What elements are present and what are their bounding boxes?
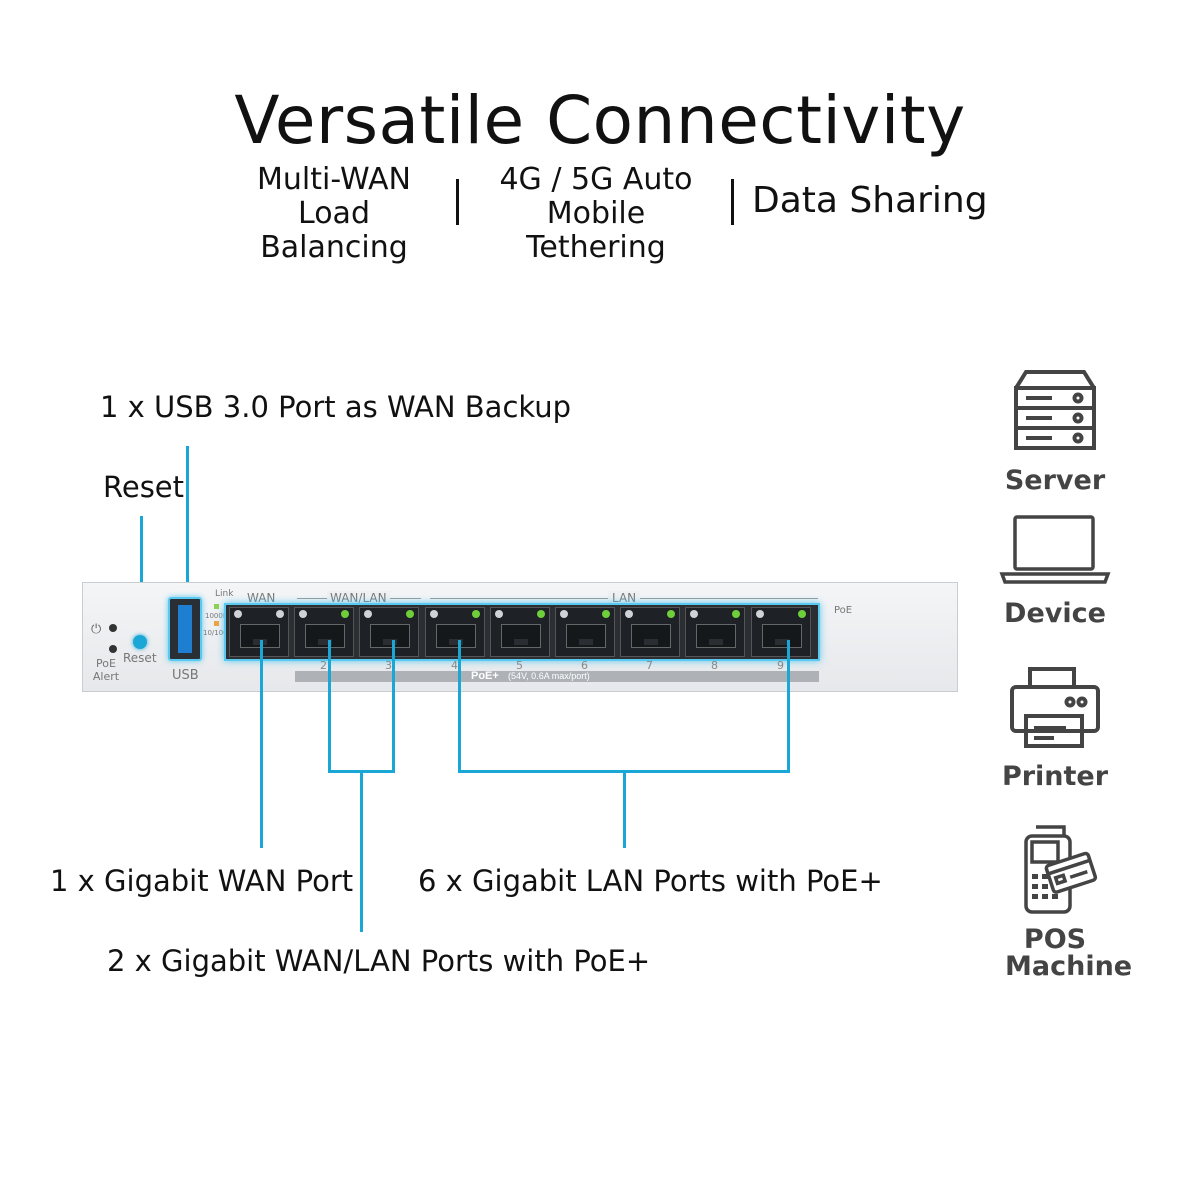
port-led — [234, 610, 242, 618]
port-number: 8 — [711, 659, 718, 672]
port-led — [732, 610, 740, 618]
poe-bar: PoE+ (54V, 0.6A max/port) — [295, 670, 819, 682]
wan-port[interactable] — [229, 607, 289, 657]
port-led — [299, 610, 307, 618]
wan-group-label: WAN — [247, 591, 276, 605]
port-led — [430, 610, 438, 618]
wanlan-leader-line-3 — [392, 640, 395, 773]
port-number: 7 — [646, 659, 653, 672]
port-jack — [631, 624, 671, 648]
callout-usb: 1 x USB 3.0 Port as WAN Backup — [100, 390, 572, 424]
port-jack — [305, 624, 345, 648]
speed-10-100-label: 10/100M — [203, 629, 234, 637]
wan-leader-line — [260, 640, 263, 848]
usb-label: USB — [172, 668, 199, 683]
ethernet-port[interactable] — [490, 607, 550, 657]
usb-leader-line — [186, 446, 189, 598]
feature-line: Multi-WAN — [257, 162, 411, 197]
ethernet-port[interactable] — [751, 607, 811, 657]
printer-icon — [1010, 667, 1100, 748]
port-jack — [762, 624, 802, 648]
port-led — [537, 610, 545, 618]
icon-label-printer: Printer — [1001, 761, 1109, 792]
port-number: 2 — [320, 659, 327, 672]
ethernet-port[interactable] — [425, 607, 485, 657]
port-number: 4 — [451, 659, 458, 672]
callout-wanlan: 2 x Gigabit WAN/LAN Ports with PoE+ — [107, 944, 651, 978]
feature-divider — [456, 179, 459, 225]
lan-leader-drop — [623, 770, 626, 848]
ethernet-port[interactable] — [359, 607, 419, 657]
ethernet-port[interactable] — [620, 607, 680, 657]
laptop-icon — [999, 515, 1111, 584]
port-led — [560, 610, 568, 618]
reset-leader-line — [140, 516, 143, 628]
poe-spec-label: (54V, 0.6A max/port) — [508, 671, 590, 681]
callout-lan: 6 x Gigabit LAN Ports with PoE+ — [418, 864, 883, 898]
port-jack — [370, 624, 410, 648]
poe-label: PoE — [834, 605, 853, 616]
link-100m-swatch — [214, 621, 219, 626]
wanlan-group-label: WAN/LAN — [327, 591, 390, 605]
pos-machine-icon — [1024, 825, 1098, 914]
port-number: 5 — [516, 659, 523, 672]
poe-alert-led — [109, 645, 117, 653]
port-number: 3 — [385, 659, 392, 672]
page-title: Versatile Connectivity — [234, 82, 966, 159]
port-number: 6 — [581, 659, 588, 672]
icon-label-pos: POS Machine — [995, 924, 1133, 982]
reset-button[interactable] — [133, 635, 147, 649]
wanlan-leader-drop — [360, 770, 363, 932]
port-led — [341, 610, 349, 618]
port-led — [602, 610, 610, 618]
port-led — [756, 610, 764, 618]
lan-leader-line-4 — [458, 640, 461, 773]
reset-label: Reset — [123, 651, 157, 665]
ethernet-port[interactable] — [685, 607, 745, 657]
ethernet-port[interactable] — [294, 607, 354, 657]
power-led — [109, 624, 117, 632]
poe-bar-label: PoE+ — [471, 670, 499, 682]
icon-label-device: Device — [1004, 598, 1106, 629]
port-led — [472, 610, 480, 618]
feature-mobile-tethering: 4G / 5G Auto Mobile Tethering — [474, 163, 718, 265]
ethernet-port[interactable] — [555, 607, 615, 657]
port-led — [276, 610, 284, 618]
server-icon — [1014, 370, 1096, 450]
feature-line: Mobile Tethering — [526, 196, 666, 265]
callout-wan: 1 x Gigabit WAN Port — [50, 864, 354, 898]
feature-line: 4G / 5G Auto — [499, 162, 693, 197]
power-icon: ⏻ — [91, 621, 102, 636]
port-led — [406, 610, 414, 618]
feature-divider — [731, 179, 734, 225]
port-number: 9 — [777, 659, 784, 672]
port-jack — [696, 624, 736, 648]
port-led — [625, 610, 633, 618]
poe-alert-label: PoE Alert — [92, 657, 120, 683]
port-led — [495, 610, 503, 618]
port-led — [667, 610, 675, 618]
feature-line: Load Balancing — [260, 196, 408, 265]
port-led — [690, 610, 698, 618]
wanlan-leader-line-2 — [328, 640, 331, 773]
port-jack — [501, 624, 541, 648]
feature-data-sharing: Data Sharing — [752, 180, 988, 221]
link-1000m-swatch — [214, 604, 219, 609]
lan-leader-line-9 — [787, 640, 790, 773]
speed-1000-label: 1000M — [205, 612, 229, 620]
port-led — [798, 610, 806, 618]
icon-label-server: Server — [1004, 465, 1106, 496]
feature-multi-wan: Multi-WAN Load Balancing — [225, 163, 443, 265]
icon-label-pos-text: POS Machine — [1005, 924, 1133, 982]
port-led — [364, 610, 372, 618]
callout-reset: Reset — [103, 470, 185, 504]
port-jack — [436, 624, 476, 648]
port-jack — [566, 624, 606, 648]
lan-group-label: LAN — [608, 591, 641, 605]
link-label: Link — [215, 589, 234, 599]
usb-port[interactable] — [168, 597, 202, 661]
